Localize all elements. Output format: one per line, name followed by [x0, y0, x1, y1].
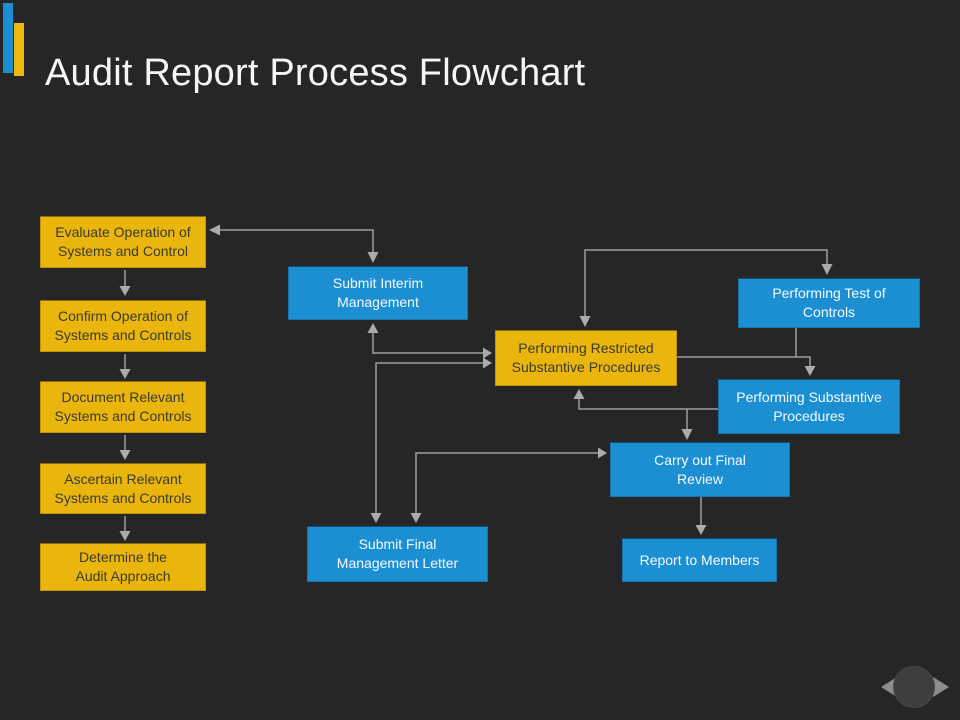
node-ascertain-relevant: Ascertain Relevant Systems and Controls — [40, 463, 206, 514]
node-performing-test-of-controls: Performing Test of Controls — [738, 278, 920, 328]
node-label: Performing Test of Controls — [772, 285, 886, 320]
nav-circle — [893, 666, 935, 708]
node-submit-final-management-letter: Submit Final Management Letter — [307, 526, 488, 582]
connector-test-and-restricted-to-substantive — [677, 328, 816, 376]
page-title: Audit Report Process Flowchart — [45, 52, 586, 95]
node-confirm-operation: Confirm Operation of Systems and Control… — [40, 300, 206, 352]
connector-substantive-to-restricted-and-carry-out — [573, 389, 718, 440]
connector-document-to-ascertain — [119, 435, 131, 460]
connector-submit-interim-restricted — [367, 323, 492, 359]
node-carry-out-final-review: Carry out Final Review — [610, 442, 790, 497]
node-label: Carry out Final Review — [654, 451, 746, 487]
node-label: Confirm Operation of Systems and Control… — [54, 308, 192, 343]
node-submit-interim-management: Submit Interim Management — [288, 266, 468, 320]
node-report-to-members: Report to Members — [622, 538, 777, 582]
title-accent-bar-gold — [14, 23, 24, 76]
node-performing-substantive-procedures: Performing Substantive Procedures — [718, 379, 900, 434]
connector-submit-final-carry-out — [410, 447, 607, 523]
node-label: Submit Final Management Letter — [336, 536, 459, 571]
node-label: Evaluate Operation of Systems and Contro… — [55, 224, 191, 259]
connector-submit-final-restricted — [370, 357, 492, 523]
node-performing-restricted-substantive: Performing Restricted Substantive Proced… — [495, 330, 677, 386]
node-document-relevant: Document Relevant Systems and Controls — [40, 381, 206, 433]
node-evaluate-operation: Evaluate Operation of Systems and Contro… — [40, 216, 206, 268]
node-determine-audit-approach: Determine the Audit Approach — [40, 543, 206, 591]
node-label: Performing Substantive Procedures — [736, 388, 882, 424]
node-label: Document Relevant Systems and Controls — [54, 389, 192, 424]
node-label: Performing Restricted Substantive Proced… — [511, 340, 661, 375]
connector-carry-out-to-report — [695, 497, 707, 535]
node-label: Report to Members — [639, 551, 760, 568]
connector-submit-interim-evaluate — [209, 224, 379, 263]
title-accent-bar-blue — [3, 3, 13, 73]
connector-evaluate-to-confirm — [119, 270, 131, 296]
node-label: Ascertain Relevant Systems and Controls — [54, 470, 192, 506]
node-label: Submit Interim Management — [332, 275, 424, 310]
connector-ascertain-to-determine — [119, 516, 131, 541]
node-label: Determine the Audit Approach — [75, 549, 171, 584]
connector-confirm-to-document — [119, 354, 131, 379]
next-slide-arrow-icon[interactable] — [933, 677, 949, 697]
